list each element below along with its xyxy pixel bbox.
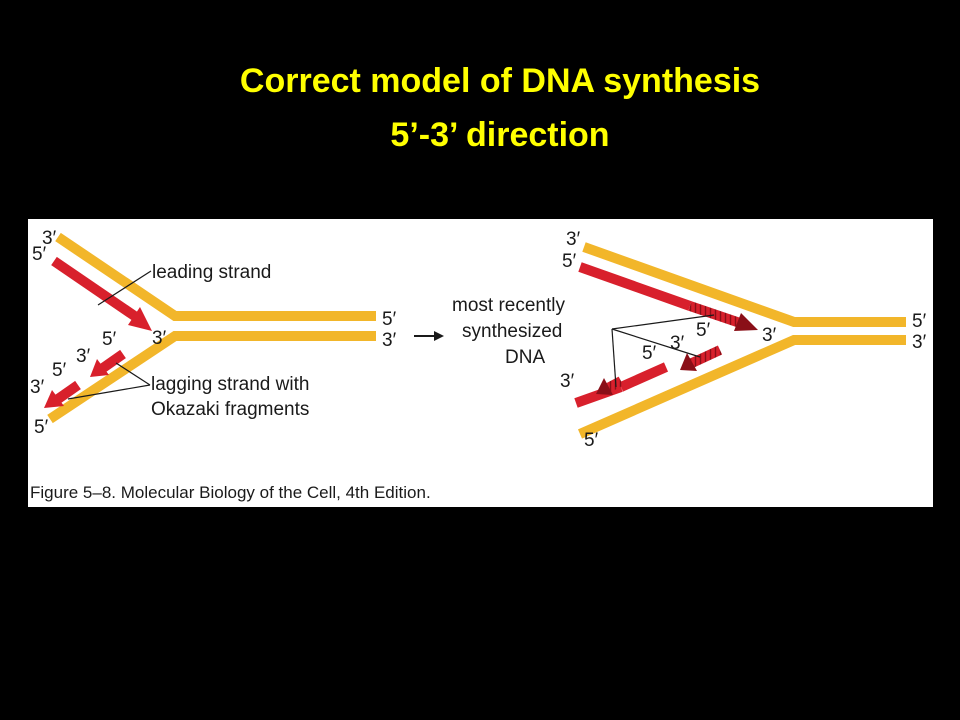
right-top-three-prime: 3′ <box>566 229 581 250</box>
right-fork-three-prime: 3′ <box>762 325 777 346</box>
left-leader-lines <box>67 270 152 400</box>
right-top-five-prime: 5′ <box>562 251 577 272</box>
right-fork-template-strands <box>577 242 906 439</box>
slide-title: Correct model of DNA synthesis <box>239 62 761 100</box>
recent-dna-label-line1: most recently <box>452 295 565 316</box>
right-leader-lines <box>611 314 715 388</box>
left-fragment-five-prime: 5′ <box>102 329 117 350</box>
right-okazaki-fragment-newest <box>680 345 723 371</box>
right-leading-strand <box>578 262 758 331</box>
recent-dna-label-line3: DNA <box>505 347 545 368</box>
okazaki-fragments-label: Okazaki fragments <box>151 399 309 420</box>
right-bottom-three-prime: 3′ <box>560 371 575 392</box>
right-fragment2-five-prime: 5′ <box>642 343 657 364</box>
leading-strand-arrow <box>51 256 152 331</box>
recent-dna-label-line2: synthesized <box>462 321 562 342</box>
transition-arrow <box>414 331 444 341</box>
left-fragment2-five-prime: 5′ <box>52 360 67 381</box>
okazaki-fragment-2 <box>44 380 81 408</box>
right-bottom-five-prime: 5′ <box>584 430 599 451</box>
left-right-three-prime: 3′ <box>382 330 397 351</box>
left-bottom-five-prime: 5′ <box>34 417 49 438</box>
left-fork-three-prime: 3′ <box>152 328 167 349</box>
right-right-five-prime: 5′ <box>912 311 927 332</box>
lagging-strand-label: lagging strand with <box>151 374 309 395</box>
left-top-three-prime: 3′ <box>42 228 57 249</box>
dna-replication-figure: leading strand lagging strand with Okaza… <box>28 219 933 507</box>
left-fork-template-strands <box>47 232 376 424</box>
slide-subtitle: 5’-3’ direction <box>390 116 610 154</box>
figure-caption: Figure 5–8. Molecular Biology of the Cel… <box>30 483 431 502</box>
right-fragment-five-prime: 5′ <box>696 320 711 341</box>
right-right-three-prime: 3′ <box>912 332 927 353</box>
okazaki-fragment-1 <box>90 349 126 377</box>
left-bottom-three-prime: 3′ <box>30 377 45 398</box>
left-top-five-prime: 5′ <box>32 244 47 265</box>
left-right-five-prime: 5′ <box>382 309 397 330</box>
replication-fork-diagram: leading strand lagging strand with Okaza… <box>30 228 927 451</box>
leading-strand-label: leading strand <box>152 262 271 283</box>
right-okazaki-fragment-joined <box>574 362 669 408</box>
right-fragment-three-prime: 3′ <box>670 333 685 354</box>
left-fragment-three-prime: 3′ <box>76 346 91 367</box>
